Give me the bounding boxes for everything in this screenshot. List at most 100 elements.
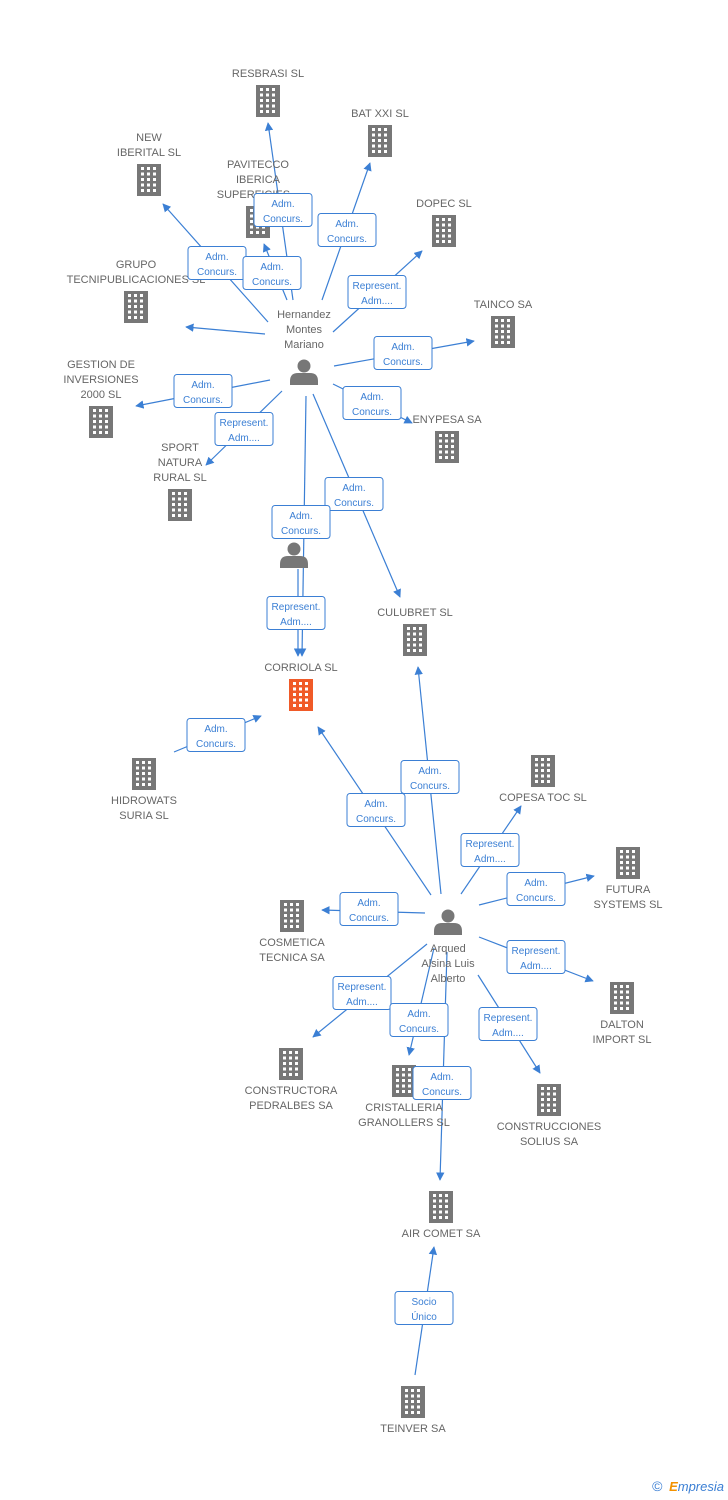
building-window [507,319,510,322]
edge-label[interactable]: Adm.Concurs. [506,872,566,906]
person-head [441,909,455,923]
edge-label[interactable]: Represent.Adm.... [478,1007,538,1041]
node-resbrasi[interactable]: RESBRASI SL [232,68,304,117]
footer-brand: © Empresia [652,1478,724,1494]
edge-label[interactable]: Adm.Concurs. [253,193,313,227]
edge-label[interactable]: Adm.Concurs. [412,1066,472,1100]
building-window [632,872,635,875]
node-tainco[interactable]: TAINCO SA [474,299,533,348]
building-window [260,88,263,91]
edge-label[interactable]: Adm.Concurs. [373,336,433,370]
edge-label-box [266,596,326,630]
edge-label[interactable]: Adm.Concurs. [339,892,399,926]
building-window [284,908,287,912]
building-window [305,682,308,685]
edge-label[interactable]: Adm.Concurs. [346,793,406,827]
building-window [439,445,442,448]
node-label: PAVITECCO [227,159,289,171]
node-aircomet[interactable]: AIR COMET SA [402,1191,481,1240]
building-window [417,1400,420,1403]
building-window [541,780,544,783]
node-dopec[interactable]: DOPEC SL [416,198,472,247]
building-window [620,996,623,999]
edge-label[interactable]: Adm.Concurs. [317,213,377,247]
building-window [445,1199,448,1203]
edge-label[interactable]: Adm.Concurs. [173,374,233,408]
node-label: RESBRASI SL [232,68,304,80]
building-window [105,425,108,429]
building-window [433,1210,436,1214]
edge-label[interactable]: Represent.Adm.... [506,940,566,974]
edge-label[interactable]: Represent.Adm.... [266,596,326,630]
edge-label[interactable]: Represent.Adm.... [347,275,407,309]
building-window [501,324,504,328]
building-window [140,299,143,303]
building-window [620,866,623,870]
building-window [290,903,293,906]
building-window [501,319,504,322]
building-window [439,456,442,459]
building-window [442,229,445,232]
edge-label[interactable]: Adm.Concurs. [389,1003,449,1037]
edge-label-text: Adm. [342,483,365,494]
edge-label[interactable]: Adm.Concurs. [324,477,384,511]
node-label: SYSTEMS SL [593,899,662,911]
node-batxxi[interactable]: BAT XXI SL [351,108,409,157]
building-window [272,110,275,113]
building-window [260,99,263,102]
building-window [289,1062,292,1065]
edge-label-box [478,1007,538,1041]
node-teinver[interactable]: TEINVER SA [380,1386,446,1435]
edge-label[interactable]: Represent.Adm.... [214,412,274,446]
building-window [134,299,137,303]
edge-label[interactable]: Represent.Adm.... [460,833,520,867]
building-window [626,990,629,994]
node-label: CULUBRET SL [377,607,453,619]
building-window [384,150,387,153]
building-window [541,769,544,772]
building-window [136,777,139,781]
building-window [451,439,454,443]
building-window [626,872,629,875]
node-corriola[interactable]: CORRIOLA SL [264,662,338,711]
edge-label[interactable]: Adm.Concurs. [342,386,402,420]
node-label: GESTION DE [67,359,135,371]
node-label: Arqued [430,943,465,955]
edge-label[interactable]: Adm.Concurs. [187,246,247,280]
edge-label[interactable]: Adm.Concurs. [271,505,331,539]
edge-label-text: Concurs. [349,913,389,924]
building-window [299,682,302,685]
building-window [134,310,137,314]
node-culubret[interactable]: CULUBRET SL [377,607,453,656]
edge-label-text: Adm. [191,380,214,391]
node-label: FUTURA [606,884,651,896]
edge-label[interactable]: Adm.Concurs. [242,256,302,290]
building-window [439,434,442,437]
edge-label-text: Concurs. [399,1024,439,1035]
node-futura[interactable]: FUTURA SYSTEMS SL [593,847,663,911]
edge-label[interactable]: Adm.Concurs. [186,718,246,752]
node-copesatoc[interactable]: COPESA TOC SL [499,755,587,804]
building-window [136,772,139,775]
building-window [626,985,629,988]
building-window [140,316,143,319]
building-window [134,305,137,308]
edge-label-text: Concurs. [281,526,321,537]
node-enypesa[interactable]: ENYPESA SA [412,414,482,463]
edge-label-box [506,872,566,906]
edge-label[interactable]: Represent.Adm.... [332,976,392,1010]
edge-label[interactable]: Adm.Concurs. [400,760,460,794]
